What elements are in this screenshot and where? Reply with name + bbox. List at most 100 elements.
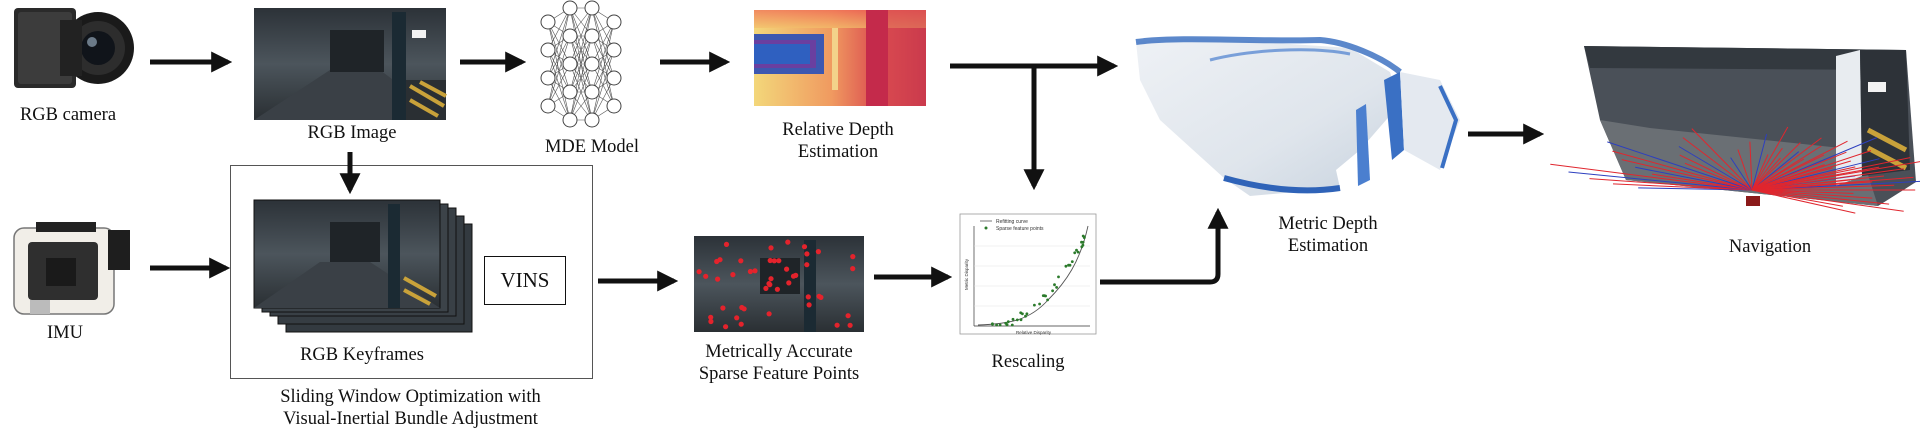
nn-node bbox=[541, 99, 555, 113]
rescale-point bbox=[1046, 299, 1049, 302]
rescale-point bbox=[999, 324, 1002, 327]
rescale-point bbox=[1073, 251, 1076, 254]
sparse-point bbox=[806, 294, 811, 299]
nn-node bbox=[585, 85, 599, 99]
rescale-point bbox=[1082, 244, 1085, 247]
rgb-camera-label: RGB camera bbox=[12, 104, 124, 126]
nn-node bbox=[607, 99, 621, 113]
nn-node bbox=[585, 1, 599, 15]
sparse-point bbox=[708, 319, 713, 324]
rgb-image-label: RGB Image bbox=[272, 122, 432, 144]
nn-node bbox=[563, 57, 577, 71]
metric-depth-point-cloud bbox=[1136, 38, 1460, 196]
sparse-point bbox=[802, 244, 807, 249]
rescaling-plot: Refitting curve Sparse feature points Re… bbox=[960, 214, 1096, 335]
nn-node bbox=[585, 57, 599, 71]
sparse-point bbox=[720, 305, 725, 310]
rescale-point bbox=[1042, 294, 1045, 297]
rescale-point bbox=[1083, 236, 1086, 239]
sparse-point bbox=[850, 254, 855, 259]
nn-node bbox=[563, 29, 577, 43]
vins-label: VINS bbox=[500, 268, 549, 293]
sparse-point bbox=[807, 302, 812, 307]
sparse-point bbox=[768, 245, 773, 250]
plot-ylabel: Metric Disparity bbox=[964, 258, 969, 290]
rescale-point bbox=[1057, 276, 1060, 279]
sparse-point bbox=[697, 269, 702, 274]
sparse-point bbox=[772, 258, 777, 263]
rescale-point bbox=[1019, 311, 1022, 314]
plot-xlabel: Relative Disparity bbox=[1016, 330, 1052, 335]
sparse-point bbox=[763, 286, 768, 291]
rescale-point bbox=[1071, 260, 1074, 263]
rgb-camera-image bbox=[14, 8, 134, 88]
nn-node bbox=[563, 1, 577, 15]
sliding-window-label: Sliding Window Optimization with Visual-… bbox=[230, 386, 591, 430]
rgb-keyframes-label: RGB Keyframes bbox=[272, 344, 452, 366]
mde-model-network bbox=[541, 1, 621, 127]
rescale-point bbox=[1016, 319, 1019, 322]
sparse-point bbox=[784, 267, 789, 272]
sparse-point bbox=[846, 313, 851, 318]
sparse-point bbox=[767, 311, 772, 316]
rgb-keyframes-stack bbox=[254, 200, 472, 332]
sparse-point bbox=[848, 323, 853, 328]
sparse-feature-points-image bbox=[694, 236, 864, 332]
sparse-point bbox=[730, 272, 735, 277]
rescale-point bbox=[1038, 303, 1041, 306]
plot-legend-1: Refitting curve bbox=[996, 219, 1028, 225]
nn-node bbox=[563, 113, 577, 127]
nn-node bbox=[585, 113, 599, 127]
nn-node bbox=[563, 85, 577, 99]
sparse-point bbox=[739, 305, 744, 310]
sparse-point bbox=[752, 268, 757, 273]
sparse-point bbox=[723, 324, 728, 329]
sparse-point bbox=[793, 273, 798, 278]
sparse-point bbox=[776, 258, 781, 263]
sparse-point bbox=[717, 257, 722, 262]
rescale-point bbox=[1007, 320, 1010, 323]
navigation-label: Navigation bbox=[1690, 236, 1850, 258]
rescale-point bbox=[1051, 289, 1054, 292]
sparse-point bbox=[817, 294, 822, 299]
rescale-point bbox=[1033, 304, 1036, 307]
rescale-point bbox=[991, 323, 994, 326]
sparse-points-label: Metrically Accurate Sparse Feature Point… bbox=[676, 341, 882, 385]
nn-node bbox=[541, 71, 555, 85]
sparse-point bbox=[785, 240, 790, 245]
rescale-point bbox=[995, 324, 998, 327]
sparse-point bbox=[738, 258, 743, 263]
rescale-point bbox=[1069, 264, 1072, 267]
sparse-point bbox=[748, 269, 753, 274]
sparse-point bbox=[804, 251, 809, 256]
nn-node bbox=[585, 29, 599, 43]
relative-depth-label: Relative Depth Estimation bbox=[748, 119, 928, 163]
sparse-point bbox=[766, 281, 771, 286]
relative-depth-image bbox=[754, 10, 926, 106]
vins-box: VINS bbox=[484, 256, 566, 305]
metric-depth-label: Metric Depth Estimation bbox=[1228, 213, 1428, 257]
nn-node bbox=[541, 43, 555, 57]
sparse-point bbox=[715, 277, 720, 282]
plot-legend-2: Sparse feature points bbox=[996, 226, 1044, 232]
rescale-point bbox=[1053, 283, 1056, 286]
imu-label: IMU bbox=[20, 322, 110, 344]
sparse-point bbox=[734, 315, 739, 320]
sparse-point bbox=[775, 287, 780, 292]
sparse-point bbox=[850, 266, 855, 271]
rescaling-label: Rescaling bbox=[968, 351, 1088, 373]
sparse-point bbox=[835, 323, 840, 328]
rescale-point bbox=[1012, 318, 1015, 321]
rescale-point bbox=[1065, 265, 1068, 268]
sparse-point bbox=[739, 322, 744, 327]
rescale-point bbox=[1024, 315, 1027, 318]
sparse-point bbox=[786, 280, 791, 285]
sparse-point bbox=[804, 262, 809, 267]
sparse-point bbox=[724, 242, 729, 247]
rescale-point bbox=[1020, 318, 1023, 321]
sparse-point bbox=[703, 274, 708, 279]
rescale-point bbox=[1026, 312, 1029, 315]
sparse-point bbox=[768, 276, 773, 281]
rescale-point bbox=[1075, 249, 1078, 252]
